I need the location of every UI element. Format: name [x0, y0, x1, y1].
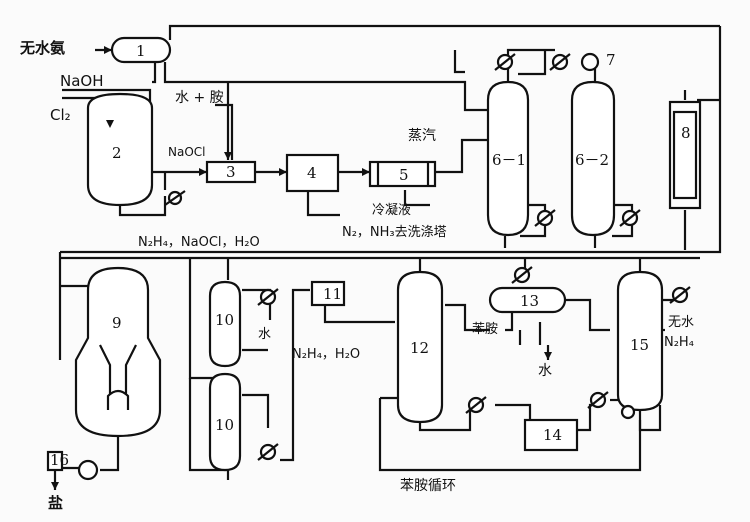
label-naoh: NaOH	[60, 72, 104, 90]
svg-text:10: 10	[215, 416, 234, 434]
equipment-14: 14	[523, 418, 579, 452]
label-anhydrous-n2h4-line2: N₂H₄	[664, 335, 694, 350]
svg-text:8: 8	[681, 124, 691, 142]
svg-text:13: 13	[520, 292, 539, 310]
label-n2h4-h2o: N₂H₄，H₂O	[292, 347, 360, 362]
svg-text:4: 4	[307, 164, 317, 182]
label-cl2: Cl₂	[50, 106, 71, 124]
label-anhydrous-n2h4-line1: 无水	[668, 315, 694, 330]
label-steam: 蒸汽	[408, 128, 436, 144]
label-water-10: 水	[258, 327, 271, 342]
equipment-8: 8	[668, 100, 702, 210]
label-ammonia: 无水氨	[19, 39, 65, 57]
svg-text:5: 5	[399, 166, 409, 184]
flow-arrows	[51, 46, 552, 490]
equipment-13: 13	[488, 286, 567, 314]
svg-text:6－2: 6－2	[575, 151, 609, 169]
svg-text:7: 7	[606, 51, 616, 69]
svg-text:14: 14	[543, 426, 562, 444]
equipment-6-2: 6－2	[570, 80, 616, 237]
svg-text:9: 9	[112, 314, 122, 332]
equipment-6-1: 6－1	[486, 80, 530, 237]
equipment-11: 11	[310, 280, 346, 307]
svg-text:15: 15	[630, 336, 649, 354]
svg-text:11: 11	[323, 285, 342, 303]
svg-text:16: 16	[50, 451, 69, 469]
equipment-4: 4	[285, 153, 340, 193]
instrument-symbols	[164, 53, 691, 461]
equipment-2: 2	[86, 92, 154, 207]
label-n2h4-naocl-h2o: N₂H₄，NaOCl，H₂O	[138, 235, 260, 250]
equipment-7: 7	[580, 51, 616, 72]
svg-text:3: 3	[226, 163, 236, 181]
label-water-13: 水	[538, 363, 552, 379]
equipment-10-lower: 10	[208, 372, 242, 472]
svg-text:12: 12	[410, 339, 429, 357]
label-naocl: NaOCl	[168, 145, 206, 159]
label-n2-nh3-wash: N₂，NH₃去洗涤塔	[342, 225, 447, 240]
label-aniline-recycle: 苯胺循环	[400, 477, 456, 494]
svg-text:1: 1	[136, 42, 146, 60]
equipment-10-upper: 10	[208, 280, 242, 368]
svg-text:10: 10	[215, 311, 234, 329]
equipment-1: 1	[110, 36, 172, 64]
equipment-16: 16	[46, 450, 99, 481]
equipment-9: 9	[74, 266, 162, 438]
label-aniline: 苯胺	[472, 322, 498, 337]
equipment-3: 3	[205, 160, 257, 184]
label-condensate: 冷凝液	[372, 202, 411, 218]
svg-text:2: 2	[112, 144, 122, 162]
equipment-5: 5	[368, 160, 437, 188]
svg-text:6－1: 6－1	[492, 151, 526, 169]
equipment-15: 15	[616, 270, 664, 412]
label-water-amine: 水 + 胺	[175, 90, 224, 106]
equipment-12: 12	[396, 270, 444, 424]
label-salt: 盐	[48, 494, 63, 512]
